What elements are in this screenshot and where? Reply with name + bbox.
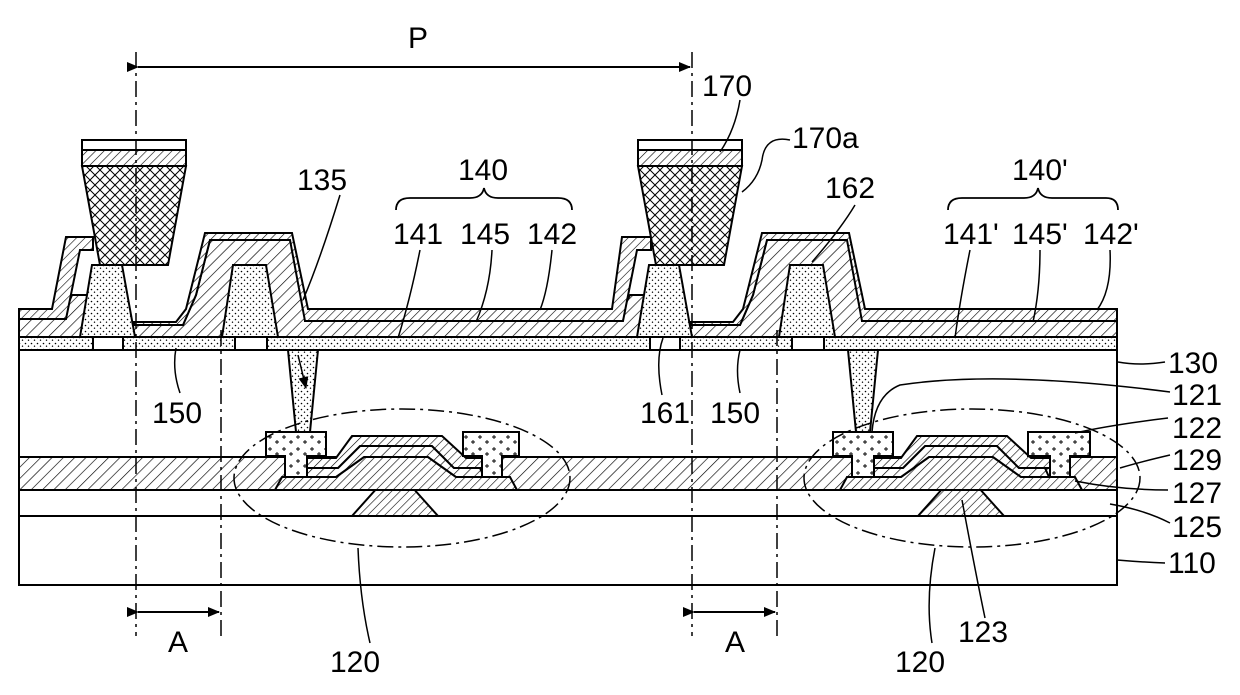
label-130: 130	[1168, 347, 1218, 380]
first-electrode-strip	[19, 337, 1117, 350]
label-P: P	[408, 22, 428, 55]
label-161: 161	[640, 397, 690, 430]
label-150-left: 150	[152, 397, 202, 430]
label-140-prime: 140'	[1012, 154, 1068, 187]
label-145: 145	[460, 218, 510, 251]
label-135: 135	[297, 164, 347, 197]
label-162: 162	[825, 172, 875, 205]
label-142: 142	[527, 218, 577, 251]
spacer-170-left	[82, 166, 186, 265]
label-A-left: A	[168, 626, 188, 659]
label-140: 140	[458, 154, 508, 187]
label-121: 121	[1172, 379, 1222, 412]
brace-140	[396, 188, 572, 210]
bank-pillar-161	[637, 265, 692, 337]
label-120-left: 120	[330, 646, 380, 679]
label-141: 141	[393, 218, 443, 251]
label-A-right: A	[725, 626, 745, 659]
label-170: 170	[702, 70, 752, 103]
label-141-prime: 141'	[943, 218, 999, 251]
label-150-right: 150	[710, 397, 760, 430]
separator-150-right-a	[650, 337, 680, 350]
spacer-170-cap	[638, 150, 742, 166]
spacer-170	[638, 166, 742, 265]
label-122: 122	[1172, 412, 1222, 445]
spacer-170-left-top	[82, 140, 186, 150]
separator-150-right	[792, 337, 824, 350]
substrate-110	[19, 516, 1117, 585]
label-125: 125	[1172, 511, 1222, 544]
spacer-170-left-cap	[82, 150, 186, 166]
separator-150-left-a	[93, 337, 123, 350]
label-170a: 170a	[792, 122, 859, 155]
label-127: 127	[1172, 477, 1222, 510]
label-123: 123	[958, 616, 1008, 649]
separator-150-left	[235, 337, 267, 350]
label-120-right: 120	[895, 646, 945, 679]
label-129: 129	[1172, 444, 1222, 477]
label-110: 110	[1168, 547, 1216, 580]
label-142-prime: 142'	[1083, 218, 1139, 251]
brace-140-prime	[948, 188, 1118, 210]
bank-pillar-left	[80, 265, 135, 337]
label-145-prime: 145'	[1012, 218, 1068, 251]
